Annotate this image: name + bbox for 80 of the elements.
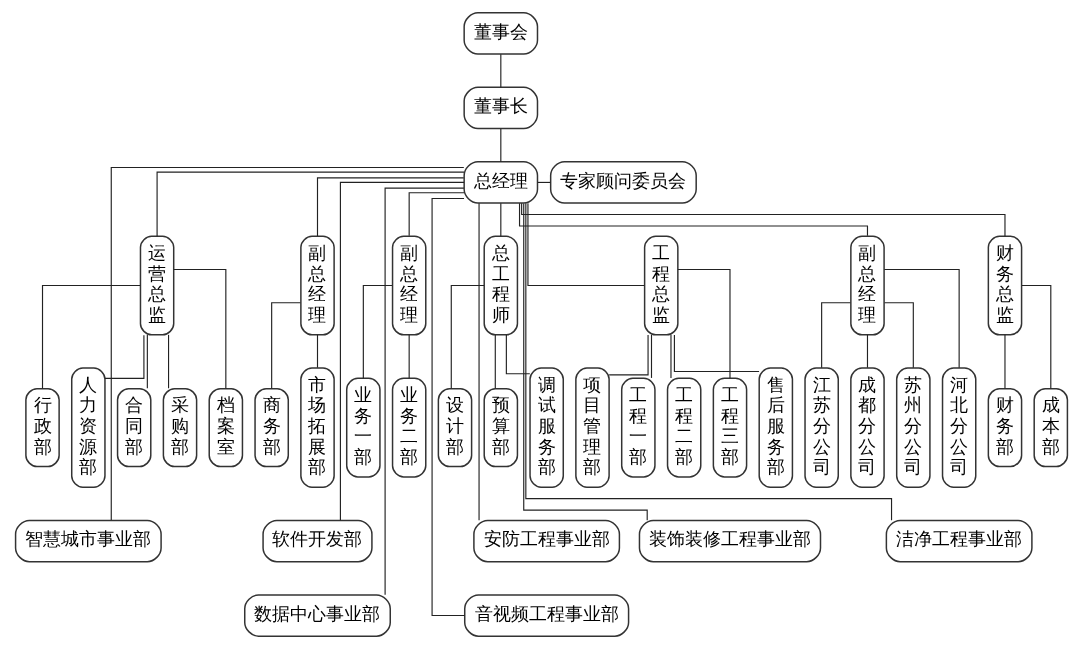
- node-box: 行政部: [24, 387, 60, 468]
- node-box: 装饰装修工程事业部: [638, 519, 821, 563]
- node-box: 副总经理: [299, 235, 335, 336]
- connector: [499, 53, 501, 88]
- node-box: 江苏分公司: [803, 367, 839, 488]
- connector: [499, 128, 501, 163]
- node-box: 运营总监: [139, 235, 174, 336]
- node-box: 采购部: [162, 387, 197, 468]
- node-box: 软件开发部: [261, 519, 373, 563]
- node-box: 工程三部: [712, 377, 747, 478]
- node-box: 调试服务部: [528, 367, 564, 488]
- connector: [450, 284, 485, 389]
- node-box: 专家顾问委员会: [549, 161, 697, 204]
- connector: [676, 268, 731, 379]
- connector: [362, 284, 393, 379]
- connector: [408, 334, 410, 379]
- connector: [505, 334, 530, 375]
- connector: [524, 202, 892, 521]
- connector: [518, 202, 868, 237]
- connector: [494, 334, 496, 389]
- connector: [316, 334, 318, 369]
- node-box: 洁净工程事业部: [885, 519, 1033, 563]
- connector: [1020, 284, 1051, 389]
- node-box: 市场拓展部: [299, 367, 335, 488]
- node-box: 业务一部: [345, 377, 381, 478]
- connector: [156, 171, 465, 237]
- node-box: 财务总监: [987, 235, 1022, 336]
- node-box: 工程二部: [666, 377, 701, 478]
- node-box: 河北分公司: [941, 367, 976, 488]
- connector: [866, 334, 868, 369]
- node-box: 业务二部: [391, 377, 427, 478]
- node-box: 商务部: [253, 387, 289, 468]
- node-box: 档案室: [207, 387, 243, 468]
- connector: [883, 268, 960, 369]
- connector: [820, 302, 851, 369]
- connector: [167, 334, 169, 389]
- node-box: 人力资源部: [70, 367, 106, 488]
- node-box: 苏州分公司: [895, 367, 931, 488]
- connector: [477, 202, 480, 521]
- connector: [522, 202, 648, 521]
- node-box: 设计部: [437, 387, 472, 468]
- node-box: 成都分公司: [849, 367, 885, 488]
- node-box: 音视频工程事业部: [463, 594, 629, 637]
- connector: [883, 302, 914, 369]
- node-box: 售后服务部: [757, 367, 793, 488]
- connector: [1003, 334, 1006, 389]
- node-box: 智慧城市事业部: [14, 519, 162, 563]
- connector: [103, 334, 144, 379]
- connector: [339, 181, 465, 521]
- connector: [673, 334, 760, 373]
- connector: [270, 302, 301, 390]
- connector: [650, 334, 652, 379]
- connector: [408, 192, 465, 237]
- connector: [608, 334, 649, 376]
- connector: [526, 202, 645, 287]
- node-box: 项目管理部: [574, 367, 610, 488]
- connector: [41, 284, 141, 389]
- node-box: 安防工程事业部: [472, 519, 620, 563]
- node-box: 成本部: [1032, 387, 1068, 468]
- connector: [499, 202, 501, 237]
- connector: [669, 334, 672, 379]
- node-box: 工程一部: [620, 377, 656, 478]
- node-box: 董事长: [462, 86, 538, 130]
- node-box: 副总经理: [391, 235, 427, 336]
- connector: [431, 197, 465, 617]
- connector: [316, 177, 464, 237]
- node-box: 财务部: [987, 387, 1022, 468]
- connector: [146, 334, 148, 389]
- node-box: 总经理: [462, 161, 538, 204]
- node-box: 董事会: [462, 12, 538, 55]
- node-box: 副总经理: [849, 235, 885, 336]
- connector: [110, 166, 464, 521]
- node-box: 数据中心事业部: [243, 594, 391, 637]
- connector: [172, 268, 226, 390]
- node-box: 合同部: [116, 387, 152, 468]
- node-box: 总工程师: [482, 235, 518, 336]
- connector: [520, 202, 1006, 237]
- connector: [384, 187, 464, 596]
- node-box: 工程总监: [643, 235, 679, 336]
- node-box: 预算部: [482, 387, 518, 468]
